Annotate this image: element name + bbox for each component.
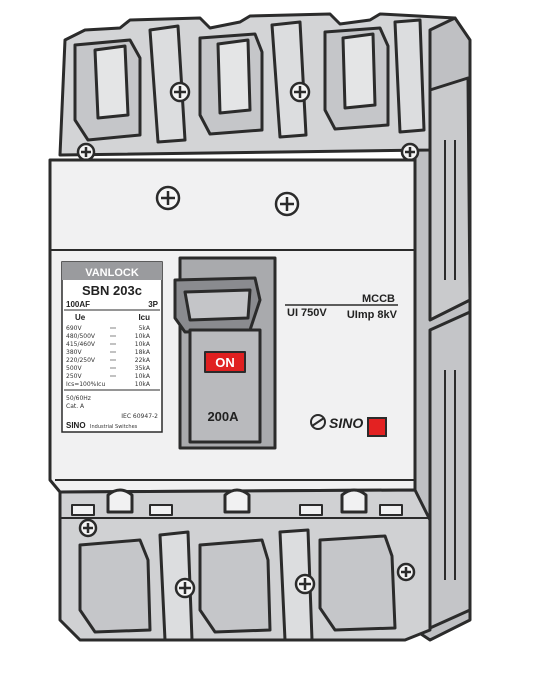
frequency: 50/60Hz — [66, 395, 91, 402]
model-name: SBN 203c — [82, 283, 142, 298]
trip-test-button[interactable] — [367, 417, 387, 437]
frame-rating: 100AF — [66, 300, 90, 309]
top-terminal-block — [58, 12, 457, 157]
brand-logo: VANLOCK — [85, 267, 139, 279]
screw-icon — [169, 81, 191, 103]
table-cell: 480/500V — [66, 333, 96, 340]
on-indicator: ON — [215, 355, 235, 370]
category: Cat. A — [66, 403, 85, 410]
current-rating: 200A — [207, 409, 239, 424]
sino-logo-icon — [310, 414, 326, 430]
table-cell: 10kA — [135, 373, 151, 380]
maker-name: SINO — [66, 421, 86, 430]
screw-icon — [289, 81, 311, 103]
col-ue: Ue — [75, 313, 86, 322]
screw-icon — [294, 573, 316, 595]
screw-icon — [76, 142, 96, 162]
right-info-panel: MCCB UI 750V UImp 8kV SINO — [285, 293, 398, 437]
screw-icon — [174, 577, 196, 599]
table-cell: Ics=100%Icu — [66, 381, 105, 388]
cover-screws — [155, 185, 300, 217]
table-cell: 380V — [66, 349, 82, 356]
table-cell: 220/250V — [66, 357, 96, 364]
top-screws — [76, 81, 420, 162]
col-icu: Icu — [138, 313, 150, 322]
table-cell: 10kA — [135, 381, 151, 388]
screw-icon — [155, 185, 181, 211]
table-cell: 415/460V — [66, 341, 96, 348]
screw-icon — [396, 562, 416, 582]
screw-icon — [274, 191, 300, 217]
table-cell: 10kA — [135, 333, 151, 340]
pole-count: 3P — [148, 300, 158, 309]
table-cell: 10kA — [135, 341, 151, 348]
insulation-voltage: UI 750V — [287, 307, 327, 319]
standard: IEC 60947-2 — [121, 413, 158, 420]
impulse-voltage: UImp 8kV — [347, 309, 398, 321]
table-cell: 500V — [66, 365, 82, 372]
table-cell: 5kA — [139, 325, 151, 332]
maker-subtitle: Industrial Switches — [90, 424, 138, 430]
rating-label: VANLOCK SBN 203c 100AF 3P Ue Icu 690V 5k… — [61, 261, 163, 433]
screw-icon — [78, 518, 98, 538]
screw-icon — [400, 142, 420, 162]
breaker-type: MCCB — [362, 293, 395, 305]
table-cell: 22kA — [135, 357, 151, 364]
table-cell: 35kA — [135, 365, 151, 372]
table-cell: 18kA — [135, 349, 151, 356]
table-cell: 690V — [66, 325, 82, 332]
bottom-terminal-block — [58, 488, 432, 642]
toggle-handle[interactable]: ON 200A — [173, 256, 277, 450]
rating-table: 690V 5kA 480/500V 10kA 415/460V 10kA 380… — [66, 325, 151, 388]
breaker-side-body — [413, 16, 472, 642]
table-cell: 250V — [66, 373, 82, 380]
bottom-screws — [78, 518, 416, 599]
sino-logo-text: SINO — [329, 415, 363, 431]
